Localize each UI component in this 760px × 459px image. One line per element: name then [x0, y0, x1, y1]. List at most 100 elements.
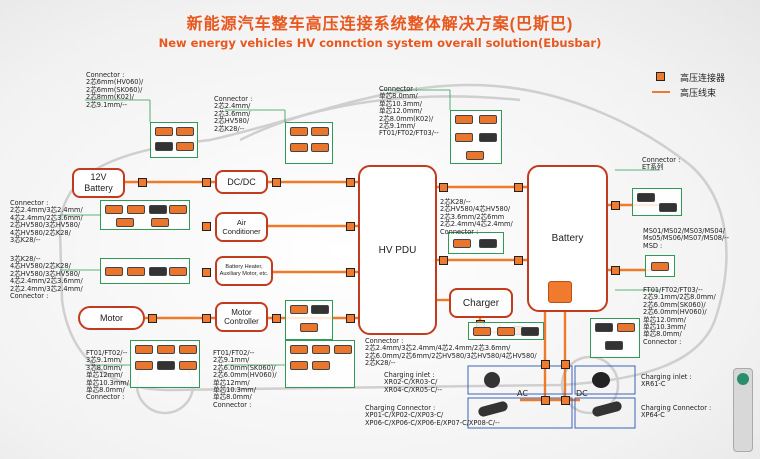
connector-photos-et [632, 188, 682, 216]
connector-photos-pdu-battery [448, 232, 504, 254]
charging-inlet-right-frame [574, 365, 636, 395]
dc-label: DC [576, 389, 588, 398]
connector-photo [651, 262, 669, 271]
connector-photo [479, 133, 497, 142]
connector-photo [290, 345, 308, 354]
charger-box: Charger [449, 288, 513, 318]
connector-photo [169, 267, 187, 276]
connector-marker [202, 222, 211, 231]
connector-photo [595, 323, 613, 332]
connector-marker [202, 268, 211, 277]
connector-photos-right-ft [590, 318, 640, 358]
connector-marker [541, 396, 550, 405]
connector-photo [169, 205, 187, 214]
connector-photo [105, 205, 123, 214]
connector-photo [179, 361, 197, 370]
label-top-right: Connector : 单芯8.0mm/ 单芯10.3mm/ 单芯12.0mm/… [379, 85, 439, 138]
connector-marker [541, 360, 550, 369]
connector-photo [127, 205, 145, 214]
connector-photos-12v [150, 122, 198, 158]
connector-photo [290, 361, 308, 370]
legend-harness-label: 高压线束 [680, 88, 717, 98]
connector-photos-heater [100, 258, 190, 284]
connector-photos-msd [645, 255, 675, 277]
connector-photo [312, 345, 330, 354]
charging-pile-icon [733, 368, 753, 452]
connector-photo [135, 361, 153, 370]
label-charging-inlet-left: Charging inlet : XR02-C/XR03-C/ XR04-C/X… [384, 371, 443, 394]
label-right-et: Connector : ET系列 [642, 156, 681, 172]
connector-photo [311, 143, 329, 152]
charging-connector-frame [467, 397, 573, 429]
connector-marker [611, 266, 620, 275]
connector-photo [300, 323, 318, 332]
charging-connector-right-frame [574, 397, 636, 429]
connector-photo [617, 323, 635, 332]
connector-photo [155, 142, 173, 151]
connector-photo [311, 305, 329, 314]
connector-marker [346, 314, 355, 323]
connector-marker [148, 314, 157, 323]
connector-marker [439, 256, 448, 265]
connector-marker [346, 222, 355, 231]
connector-photo [135, 345, 153, 354]
connector-photo [659, 203, 677, 212]
connector-photo [105, 267, 123, 276]
connector-photo [290, 305, 308, 314]
connector-marker [138, 178, 147, 187]
connector-photos-bottom-left [130, 340, 200, 388]
connector-marker [611, 201, 620, 210]
connector-photo [127, 267, 145, 276]
label-left-1: Connector : 2芯2.4mm/3芯2.4mm/ 4芯2.4mm/2芯3… [10, 199, 83, 245]
connector-photos-charger [468, 322, 544, 340]
connector-marker [514, 256, 523, 265]
callout-lines [60, 89, 660, 366]
connector-photos-bottom-center [285, 340, 355, 388]
connector-photo [334, 345, 352, 354]
battery-module-icon [548, 281, 572, 303]
connector-photo [290, 143, 308, 152]
label-left-2: 3芯K28/-- 4芯HV580/2芯K28/ 2芯HV580/3芯HV580/… [10, 255, 83, 301]
label-bottom-center: FT01/FT02/-- 2芯9.1mm/ 2芯6.0mm(SK060)/ 2芯… [213, 349, 277, 409]
connector-photo [290, 127, 308, 136]
connector-marker [439, 183, 448, 192]
label-pdu-right: 2芯K28/-- 2芯HV580/4芯HV580/ 2芯3.6mm/2芯6mm … [440, 198, 513, 236]
label-bottom-left: FT01/FT02/-- 3芯9.1mm/ 3芯8.0mm/ 单芯12mm/ 单… [86, 349, 129, 402]
connector-photos-top-right [450, 110, 502, 164]
connector-photo [479, 239, 497, 248]
connector-marker [561, 360, 570, 369]
label-charging-connector-right: Charging Connector : XP64-C [641, 404, 712, 420]
charging-pile-screen-icon [737, 373, 749, 385]
battery-12v-box: 12V Battery [72, 168, 125, 198]
connector-photos-dcdc [285, 122, 333, 164]
title-chinese: 新能源汽车整车高压连接系统整体解决方案(巴斯巴) [186, 16, 574, 33]
connector-photo [179, 345, 197, 354]
ac-label: AC [517, 389, 528, 398]
connector-photo [455, 115, 473, 124]
connector-marker [202, 314, 211, 323]
charging-inlet-icon [484, 372, 500, 388]
label-charging-connector-left: Charging Connector : XP01-C/XP02-C/XP03-… [365, 404, 500, 427]
connector-photo [116, 218, 134, 227]
connector-marker [272, 314, 281, 323]
hv-pdu-box: HV PDU [358, 165, 437, 335]
connector-photo [176, 142, 194, 151]
connector-photo [497, 327, 515, 336]
legend-harness-swatch [652, 91, 670, 93]
connector-photos-motor-controller [285, 300, 333, 340]
label-right-ft: FT01/FT02/FT03/-- 2芯9.1mm/2芯8.0mm/ 2芯6.0… [643, 286, 716, 346]
connector-marker [346, 178, 355, 187]
legend-connector-swatch [656, 72, 665, 81]
legend-connector-label: 高压连接器 [680, 73, 726, 83]
label-top-left: Connector : 2芯6mm(HV060)/ 2芯6mm(SK060)/ … [86, 71, 144, 109]
motor-box: Motor [78, 306, 145, 330]
connector-photo [453, 239, 471, 248]
connector-marker [346, 268, 355, 277]
connector-photo [151, 218, 169, 227]
title-english: New energy vehicles HV connction system … [158, 36, 602, 50]
connector-photo [157, 345, 175, 354]
label-top-center: Connector : 2芯2.4mm/ 2芯3.6mm/ 2芯HV580/ 2… [214, 95, 253, 133]
connector-photo [521, 327, 539, 336]
connector-photo [149, 205, 167, 214]
connector-photo [479, 115, 497, 124]
